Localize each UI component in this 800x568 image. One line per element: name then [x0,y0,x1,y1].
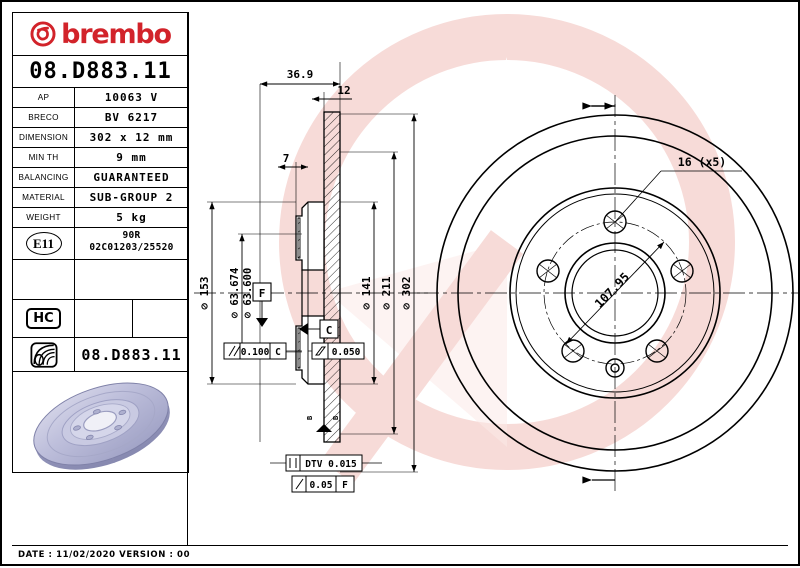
dim-bore-min: ⊘ 63.600 [242,268,254,319]
homologation-line-2: 02C01203/25520 [89,241,174,253]
brake-tire-icon [30,341,57,368]
e11-badge-cell: E11 [13,228,75,259]
spec-row-breco: BRECO BV 6217 [13,108,188,128]
homologation-line-1: 90R [122,230,141,241]
hc-mid-cell [75,300,133,337]
fcf-dtv: DTV 0.015 [270,454,382,472]
homologation-codes: 90R 02C01203/25520 [75,228,188,259]
svg-text:B: B [306,416,314,420]
dim-dia-211: ⊘ 211 [380,276,393,309]
spec-row-material: MATERIAL SUB-GROUP 2 [13,188,188,208]
dim-dia-302: ⊘ 302 [400,276,413,309]
spec-label: BALANCING [13,168,75,187]
part-number-row: 08.D883.11 [13,56,188,88]
bolt-hole-note: 16 (x5) [678,155,726,169]
dim-dia-153: ⊘ 153 [198,276,211,309]
bolt-hole [645,339,669,363]
brake-disc-photo [32,382,170,470]
spec-value: 5 kg [116,211,147,224]
spec-row-dimension: DIMENSION 302 x 12 mm [13,128,188,148]
hc-end-cell [133,300,188,337]
tire-icon-cell [13,338,75,371]
dtv-label: DTV 0.015 [305,459,357,470]
flatness-value: 0.050 [332,347,361,358]
blank-row [13,260,188,300]
runout-value: 0.05 [310,480,333,491]
spec-row-min-th: MIN TH 9 mm [13,148,188,168]
spec-label: AP [13,88,75,107]
hat-cylinder-section [323,111,341,443]
product-photo-row [13,372,188,473]
spec-label: BRECO [13,108,75,127]
spec-label: DIMENSION [13,128,75,147]
dim-overall-width: 36.9 [287,68,314,81]
parallelism-value: 0.100 [241,347,270,358]
spec-value: SUB-GROUP 2 [89,191,174,204]
datum-f-triangle [256,318,268,327]
spec-label: MATERIAL [13,188,75,207]
spec-value: 302 x 12 mm [89,131,174,144]
runout-datum: F [342,480,348,491]
spec-label: MIN TH [13,148,75,167]
datum-c-label: C [326,324,333,337]
blank-value-cell [75,260,188,299]
disc-lower-hatch [297,327,301,369]
bolt-hole [670,259,694,283]
part-number-repeat: 08.D883.11 [81,345,182,364]
fcf-runout: 0.05 F [291,475,355,493]
parallelism-datum: C [275,347,281,358]
spec-row-weight: WEIGHT 5 kg [13,208,188,228]
spec-value: 9 mm [116,151,147,164]
part-number: 08.D883.11 [29,59,172,84]
fcf-flatness: 0.050 [308,342,365,360]
section-view: 36.9 12 7 ⊘ 153 ⊘ 63.674 ⊘ 63.600 F [194,62,432,493]
bolt-hole [561,339,585,363]
footer-text: DATE : 11/02/2020 VERSION : 00 [18,550,191,560]
svg-text:B: B [332,416,340,420]
disc-upper-hatch [297,217,301,259]
brand-wordmark: brembo [61,18,172,50]
brembo-mark-icon [30,21,56,47]
application-row: 08.D883.11 [13,338,188,372]
title-block: brembo 08.D883.11 AP 10063 V BRECO BV 62… [12,12,189,473]
footer-divider [12,545,788,546]
dim-hat-offset: 7 [283,152,290,165]
blank-label-cell [13,260,75,299]
dim-bore-max: ⊘ 63.674 [229,268,241,319]
dim-dia-141: ⊘ 141 [360,276,373,309]
title-block-divider [187,12,188,545]
face-view: 16 (x5) 107.95 [417,95,800,491]
hc-badge-cell: HC [13,300,75,337]
spec-row-ap: AP 10063 V [13,88,188,108]
datum-f-label: F [259,287,266,300]
brembo-logo: brembo [30,18,172,50]
spec-value: BV 6217 [104,111,159,124]
spec-row-balancing: BALANCING GUARANTEED [13,168,188,188]
e11-badge: E11 [25,232,62,255]
bolt-note-leader [614,170,662,223]
spec-label: WEIGHT [13,208,75,227]
hc-badge: HC [26,308,61,329]
dim-disc-thickness: 12 [337,84,350,97]
fcf-parallelism: 0.100 C [223,342,302,360]
homologation-row: E11 90R 02C01203/25520 [13,228,188,260]
dim-bolt-circle: 107.95 [592,270,632,311]
bolt-hole [536,259,560,283]
spec-value: 10063 V [104,91,159,104]
hc-row: HC [13,300,188,338]
brand-logo-row: brembo [13,13,188,56]
spec-value: GUARANTEED [93,171,170,184]
